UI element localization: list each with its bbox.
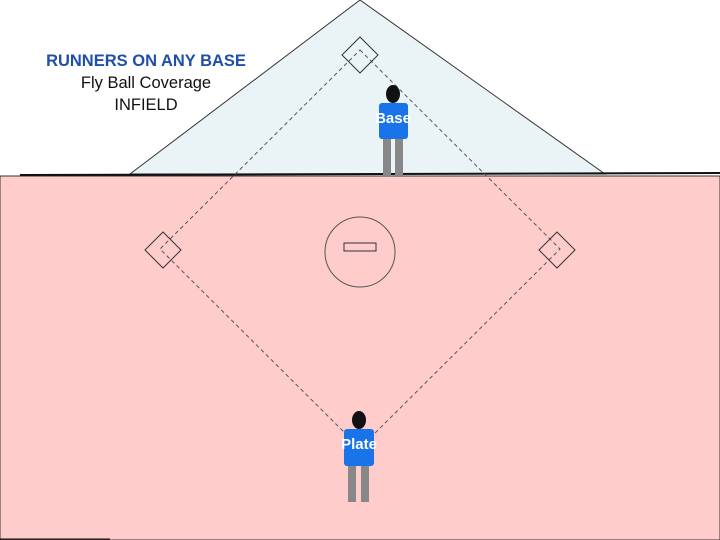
title-line-2: Fly Ball Coverage	[80, 74, 212, 92]
base-umpire-right-leg	[395, 139, 403, 177]
second-base	[341, 36, 379, 74]
plate-umpire-head	[352, 411, 366, 429]
third-base	[144, 231, 182, 269]
pitchers-rubber	[343, 242, 377, 252]
title-line-1: RUNNERS ON ANY BASE	[46, 52, 246, 70]
pitchers-mound	[324, 216, 396, 288]
base-umpire-shirt	[379, 103, 408, 139]
base-umpire-head	[386, 85, 400, 103]
plate-umpire-left-leg	[348, 466, 356, 502]
diagram-title: RUNNERS ON ANY BASE Fly Ball Coverage IN…	[36, 50, 256, 116]
title-line-3: INFIELD	[114, 96, 178, 114]
base-umpire-left-leg	[383, 139, 391, 177]
base-umpire: Base	[375, 85, 411, 177]
plate-umpire-right-leg	[361, 466, 369, 502]
infield-diamond	[159, 49, 561, 449]
infield-coverage-zone	[0, 175, 720, 540]
plate-umpire-shirt	[344, 429, 374, 466]
plate-umpire-label: Plate	[341, 436, 377, 453]
plate-umpire: Plate	[341, 411, 377, 502]
zone-divider	[19, 172, 720, 176]
first-base	[538, 231, 576, 269]
base-umpire-label: Base	[375, 110, 411, 127]
